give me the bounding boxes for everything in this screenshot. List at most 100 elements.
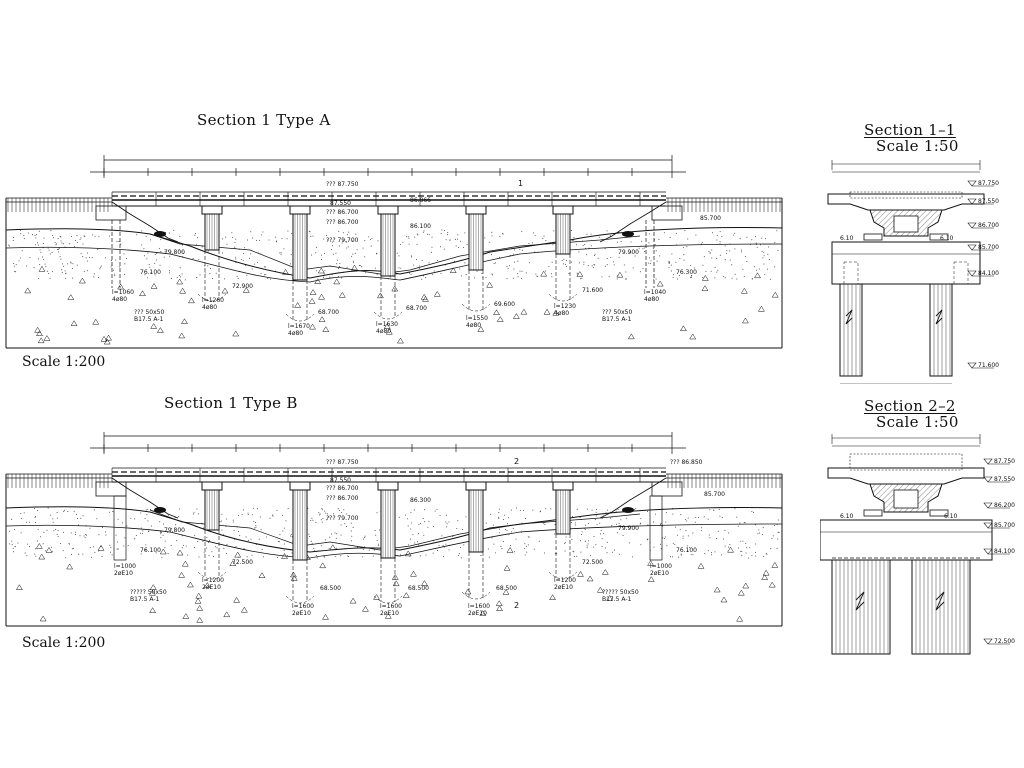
elev-water-left: 79.800: [164, 249, 185, 256]
elev-water-right: 79.900: [618, 249, 639, 256]
pile-label-4: l=1600: [380, 603, 402, 610]
slope-22-left: 6.10: [840, 513, 854, 520]
abutment-left: [95, 205, 127, 221]
elev-pile-tip-right: 76.100: [676, 547, 697, 554]
elev-11-e6: 71.600: [978, 362, 999, 369]
pile-label-7b: 2øE10: [650, 570, 669, 577]
pier-cap: [820, 519, 993, 561]
pile-label-3: l=1600: [292, 603, 314, 610]
bearing-left: [863, 233, 883, 241]
bearing-left: [863, 509, 883, 517]
pile-label-6: l=1230: [554, 303, 576, 310]
river-channel: [149, 509, 641, 551]
pile-break-right: [935, 309, 943, 325]
elev-deck-top: ??? 87.750: [326, 459, 359, 466]
bearing-left-note-2: B17.5 A-1: [130, 596, 160, 603]
girder-void: [893, 489, 919, 509]
elev-22-e1: 87.750: [994, 458, 1015, 465]
bearing-left-marker: [154, 507, 166, 513]
deck-surfacing: [849, 453, 963, 471]
bridge-deck: [112, 191, 666, 207]
elev-right-top: 86.866: [410, 197, 431, 204]
section-mark-2: 2: [514, 457, 519, 466]
elev-pile-tip-left: 76.100: [140, 547, 161, 554]
pile-label-5: l=1550: [466, 315, 488, 322]
dimension-lines: [831, 434, 981, 447]
pile-label-1: l=1060: [112, 289, 134, 296]
elev-l2: 87.550: [330, 477, 351, 484]
pile-label-5b: 4ø80: [466, 322, 481, 329]
abutment-slope-right: [599, 201, 667, 243]
slope-11-right: 6.10: [940, 235, 954, 242]
girder-void: [893, 215, 919, 233]
slope-11-left: 6.10: [840, 235, 854, 242]
section-22-scale: Scale 1:50: [876, 413, 959, 431]
elev-bed-5: 71.600: [582, 287, 603, 294]
section-frame: [5, 198, 783, 349]
elev-l4: ??? 86.700: [326, 495, 359, 502]
abutment-right: [651, 481, 683, 497]
elev-bed-3: 68.700: [406, 305, 427, 312]
section-frame: [5, 474, 783, 627]
elev-water-left: 79.800: [164, 527, 185, 534]
pile-label-4b: 2øE10: [380, 610, 399, 617]
pile-right: [929, 283, 953, 377]
section-b-title: Section 1 Type B: [164, 394, 298, 412]
bearing-left-note-2: B17.5 A-1: [134, 316, 164, 323]
pile-label-2: l=1260: [202, 297, 224, 304]
elev-11-e5: 84.100: [978, 270, 999, 277]
elev-11-e3: 86.700: [978, 222, 999, 229]
bearing-right-marker: [622, 231, 634, 237]
pile-label-3: l=1670: [288, 323, 310, 330]
pile-break-right: [935, 591, 945, 611]
pile-label-5: l=1600: [468, 603, 490, 610]
bearing-right: [929, 233, 949, 241]
elev-right-top: ??? 86.850: [670, 459, 703, 466]
elev-bed-2: 68.500: [320, 585, 341, 592]
elev-water-right: 79.900: [618, 525, 639, 532]
section-22-title: Section 2–2: [864, 397, 956, 415]
abutment-piles: [113, 495, 663, 561]
elev-11-e1: 87.750: [978, 180, 999, 187]
elev-abut-right: 85.700: [700, 215, 721, 222]
elev-11-e4: 85.700: [978, 244, 999, 251]
elev-22-e6: 72.500: [994, 638, 1015, 645]
pile-label-1b: 2øE10: [114, 570, 133, 577]
elev-l3: ??? 86.700: [326, 209, 359, 216]
elev-cap-right: 86.300: [410, 497, 431, 504]
elev-bed-5: 72.500: [582, 559, 603, 566]
pile-label-4b: 4ø80: [376, 328, 391, 335]
pile-label-4: l=1630: [376, 321, 398, 328]
ground-line-lower: [5, 523, 783, 559]
pile-label-7b: 4ø80: [644, 296, 659, 303]
pile-break-left: [845, 309, 853, 325]
bridge-elevation-type-b: ??? 87.750 87.550 ??? 86.700 ??? 86.700 …: [5, 432, 783, 627]
elev-22-e2: 87.550: [994, 476, 1015, 483]
ground-line-upper: [5, 506, 783, 553]
elev-l3: ??? 86.700: [326, 485, 359, 492]
pile-left: [839, 283, 863, 377]
abutment-slope-left: [111, 477, 179, 519]
elev-bed-3: 68.500: [408, 585, 429, 592]
elev-bed-4: 68.500: [496, 585, 517, 592]
pile-label-7: l=1040: [644, 289, 666, 296]
ground-hatch-pattern: [8, 229, 779, 345]
section-a-title: Section 1 Type A: [197, 111, 331, 129]
pile-label-3b: 2øE10: [292, 610, 311, 617]
approach-slab-left: [6, 197, 112, 203]
pile-label-3b: 4ø80: [288, 330, 303, 337]
elev-bed-1: 72.900: [232, 283, 253, 290]
cross-section-2-2: 87.750 87.550 86.200 85.700 84.100 72.50…: [820, 434, 1015, 655]
pile-label-2b: 2øE10: [202, 584, 221, 591]
pile-group-right: [911, 559, 971, 655]
scale-a-label: Scale 1:200: [22, 354, 106, 370]
scale-b-label: Scale 1:200: [22, 635, 106, 651]
bearing-right-note: ??? 50x50: [602, 309, 632, 316]
bridge-elevation-type-a: ??? 87.750 87.550 ??? 86.700 ??? 86.700 …: [5, 155, 783, 349]
cross-section-1-1: 87.750 87.550 86.700 85.700 84.100 71.60…: [827, 160, 999, 384]
elev-abut-right: 85.700: [704, 491, 725, 498]
pile-label-2: l=1200: [202, 577, 224, 584]
pile-label-6b: 2øE10: [554, 584, 573, 591]
pile-label-2b: 4ø80: [202, 304, 217, 311]
elev-pile-tip-right: 76.300: [676, 269, 697, 276]
